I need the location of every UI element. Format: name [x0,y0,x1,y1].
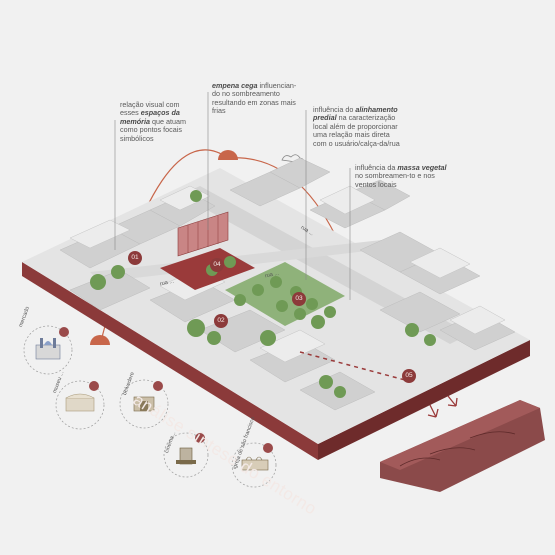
arrow-icon-2 [447,395,458,407]
sun-rise-icon [90,335,110,345]
annotation-vegetation: influência da massa vegetal no sombreame… [355,163,447,189]
sun-zenith-icon [218,150,238,160]
church-icon [241,456,269,471]
marker-03: 03 [292,292,306,306]
belvedere-icon [133,396,155,412]
museum-icon [65,393,95,412]
annotation-memory-spaces: relação visual com esses espaços da memó… [120,100,186,143]
mercado-icon [35,338,61,360]
marker-04: 04 [210,258,224,272]
green-square [225,262,345,326]
arrow-icon-1 [427,404,439,418]
annotation-alignment: influência do alinhamento predial na car… [313,105,400,148]
marker-02: 02 [214,314,228,328]
leader-lines [114,92,351,300]
marker-05: 05 [402,369,416,383]
landmark-number-badges [59,327,273,453]
marker-01: 01 [128,251,142,265]
dashed-connector [299,351,406,381]
landmark-circles [23,325,277,488]
cinema-icon [176,447,196,465]
blank-wall-building [177,211,229,257]
base-right-wall [318,340,530,460]
base-front-wall [22,262,318,460]
annotation-blank-wall: empena cega influencian-do no sombreamen… [212,81,297,116]
